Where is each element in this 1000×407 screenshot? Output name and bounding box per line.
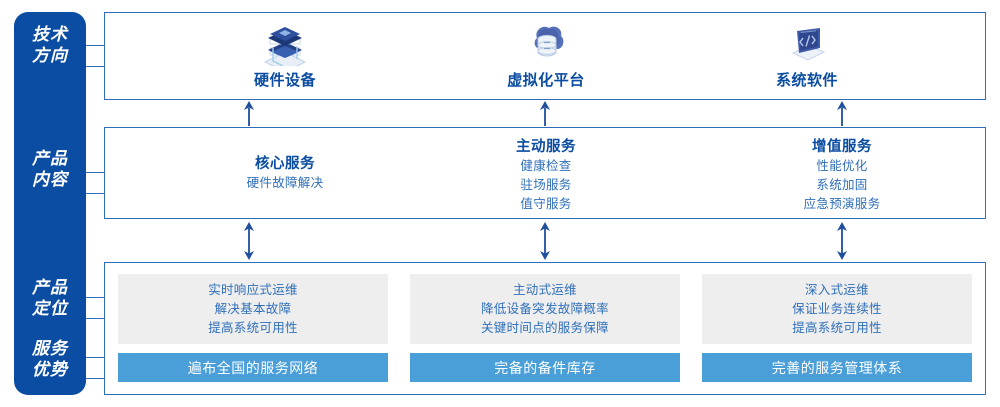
position-line: 降低设备突发故障概率: [480, 301, 609, 316]
position-line: 关键时间点的服务保障: [480, 320, 609, 335]
position-box-proactive: 主动式运维 降低设备突发故障概率 关键时间点的服务保障: [410, 274, 680, 344]
arrow-up-virtualization: [538, 101, 552, 131]
content-item: 应急预演服务: [803, 197, 881, 211]
server-stack-icon: [262, 21, 308, 67]
bottom-column-indepth[interactable]: 深入式运维 保证业务连续性 提高系统可用性 完善的服务管理体系: [702, 274, 972, 382]
arrow-bidirectional-right: [835, 222, 849, 265]
position-line: 提高系统可用性: [208, 320, 298, 335]
connector-advantage-top: [86, 357, 104, 358]
content-item: 系统加固: [816, 178, 868, 192]
connector-position-top: [86, 297, 104, 298]
left-rail: [14, 12, 86, 395]
position-line: 主动式运维: [512, 282, 577, 297]
connector-tech-top: [86, 45, 104, 46]
position-line: 保证业务连续性: [792, 301, 882, 316]
content-column-core-service[interactable]: 核心服务 硬件故障解决: [175, 128, 395, 220]
product-position-panel: 实时响应式运维 解决基本故障 提高系统可用性 遍布全国的服务网络 主动式运维 降…: [104, 262, 986, 395]
position-line: 解决基本故障: [214, 301, 292, 316]
advantage-bar-management-system[interactable]: 完善的服务管理体系: [702, 353, 972, 382]
arrow-bidirectional-left: [242, 222, 256, 265]
tech-direction-panel: 硬件设备 虚拟化平台: [104, 12, 986, 100]
tech-column-system-software[interactable]: 系统软件: [717, 13, 897, 101]
rail-label-service-advantage: 服务 优势: [32, 339, 68, 379]
content-item: 性能优化: [816, 159, 868, 173]
tech-column-hardware[interactable]: 硬件设备: [195, 13, 375, 101]
connector-advantage-bottom: [86, 378, 104, 379]
tech-column-virtualization[interactable]: 虚拟化平台: [456, 13, 636, 101]
bottom-column-proactive[interactable]: 主动式运维 降低设备突发故障概率 关键时间点的服务保障 完备的备件库存: [410, 274, 680, 382]
product-content-panel: 核心服务 硬件故障解决 主动服务 健康检查 驻场服务 值守服务 增值服务 性能优…: [104, 127, 986, 219]
rail-label-product-position: 产品 定位: [32, 278, 68, 318]
content-item: 健康检查: [520, 159, 572, 173]
arrow-bidirectional-middle: [538, 222, 552, 265]
advantage-bar-spare-parts[interactable]: 完备的备件库存: [410, 353, 680, 382]
tech-title-system-software: 系统软件: [775, 72, 838, 89]
connector-position-bottom: [86, 318, 104, 319]
position-box-realtime: 实时响应式运维 解决基本故障 提高系统可用性: [118, 274, 388, 344]
tech-title-hardware: 硬件设备: [253, 72, 316, 89]
rail-label-product-content: 产品 内容: [32, 149, 68, 189]
content-item: 驻场服务: [520, 178, 572, 192]
tech-title-virtualization: 虚拟化平台: [507, 72, 585, 89]
bottom-column-realtime[interactable]: 实时响应式运维 解决基本故障 提高系统可用性 遍布全国的服务网络: [118, 274, 388, 382]
arrow-up-hardware: [242, 101, 256, 131]
content-item: 值守服务: [520, 197, 572, 211]
arrow-up-system-software: [835, 101, 849, 131]
rail-label-tech-direction: 技术 方向: [32, 25, 68, 65]
content-title-value-added-service: 增值服务: [812, 139, 872, 155]
content-title-core-service: 核心服务: [255, 156, 315, 172]
connector-tech-bottom: [86, 66, 104, 67]
laptop-code-icon: [784, 21, 830, 67]
position-box-indepth: 深入式运维 保证业务连续性 提高系统可用性: [702, 274, 972, 344]
advantage-bar-service-network[interactable]: 遍布全国的服务网络: [118, 353, 388, 382]
content-column-active-service[interactable]: 主动服务 健康检查 驻场服务 值守服务: [436, 128, 656, 220]
position-line: 实时响应式运维: [208, 282, 298, 297]
position-line: 深入式运维: [804, 282, 869, 297]
connector-content-bottom: [86, 193, 104, 194]
connector-content-top: [86, 172, 104, 173]
content-title-active-service: 主动服务: [516, 139, 576, 155]
cloud-database-icon: [523, 21, 569, 67]
content-column-value-added-service[interactable]: 增值服务 性能优化 系统加固 应急预演服务: [732, 128, 952, 220]
content-item: 硬件故障解决: [246, 176, 324, 190]
position-line: 提高系统可用性: [792, 320, 882, 335]
